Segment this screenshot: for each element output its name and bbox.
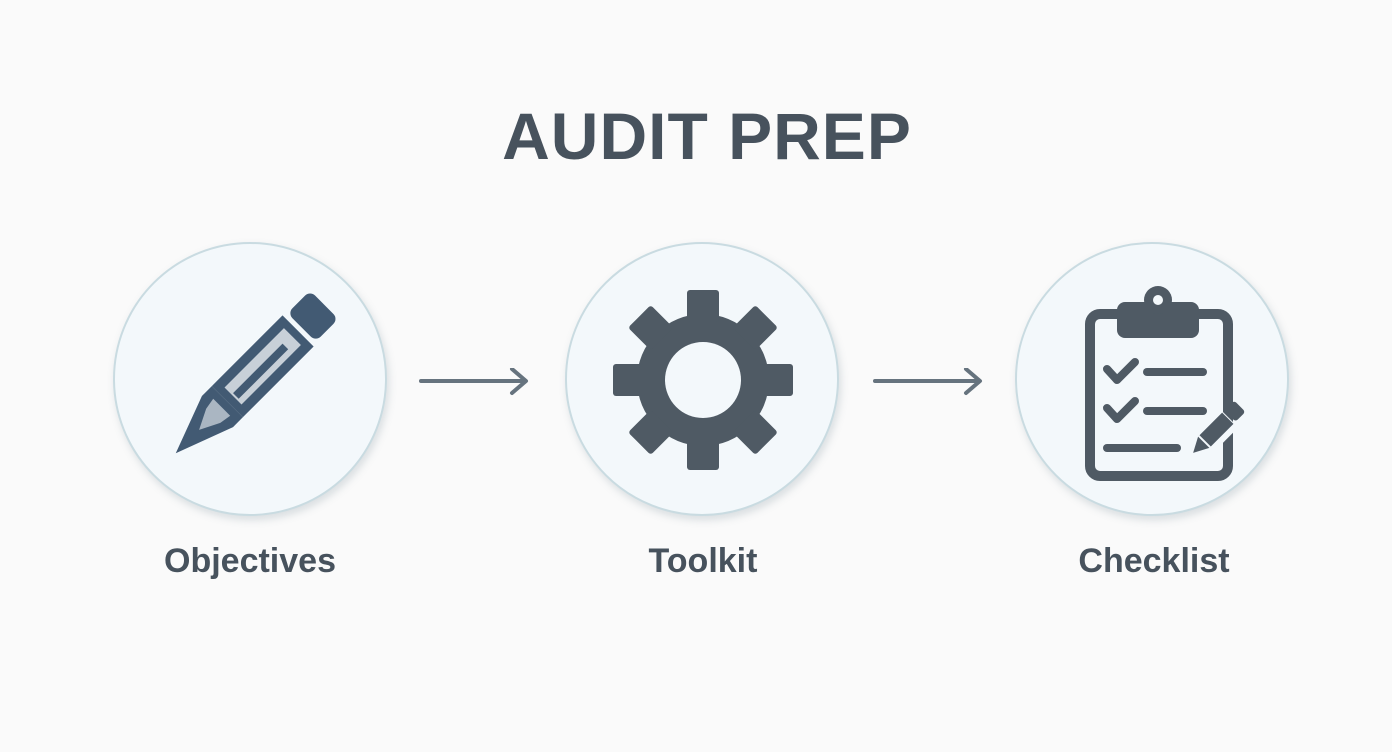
step-label-objectives: Objectives <box>164 542 336 580</box>
step-checklist-circle <box>1015 242 1289 516</box>
step-objectives-circle <box>113 242 387 516</box>
clipboard-checklist-icon <box>1085 286 1245 481</box>
pencil-icon <box>175 293 336 454</box>
diagram-title: AUDIT PREP <box>502 99 912 173</box>
step-label-toolkit: Toolkit <box>648 542 758 580</box>
step-label-checklist: Checklist <box>1078 542 1230 580</box>
arrow-right-icon <box>873 368 982 395</box>
step-toolkit-circle <box>565 242 839 516</box>
gear-icon <box>613 290 793 470</box>
arrow-right-icon <box>419 368 528 395</box>
